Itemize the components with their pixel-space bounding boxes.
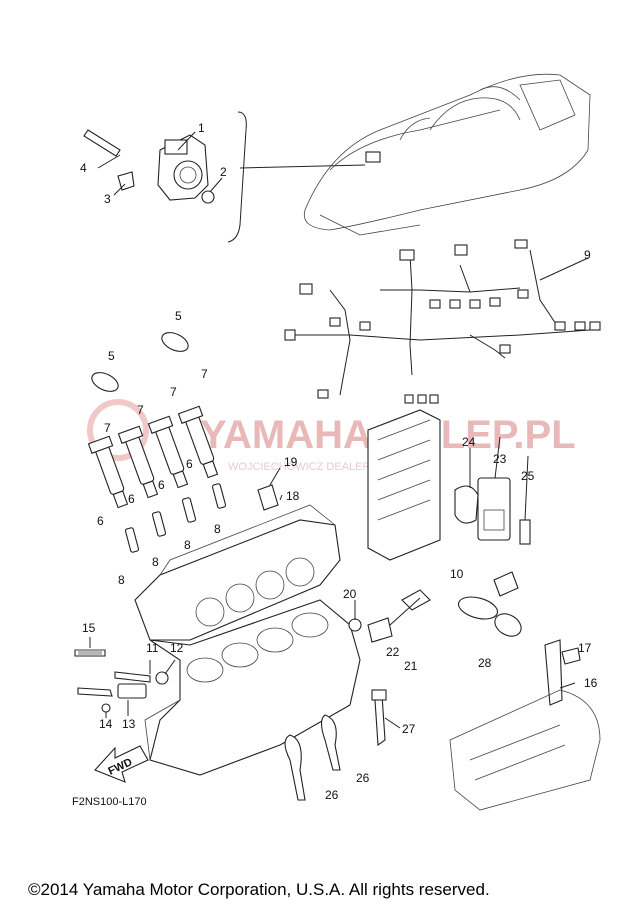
callout-6b: 6 bbox=[128, 492, 135, 506]
callout-6a: 6 bbox=[97, 514, 104, 528]
copyright-text: ©2014 Yamaha Motor Corporation, U.S.A. A… bbox=[28, 880, 490, 899]
callout-28: 28 bbox=[478, 656, 492, 670]
engine-block bbox=[134, 504, 361, 776]
callout-24: 24 bbox=[462, 435, 476, 449]
callout-8d: 8 bbox=[214, 522, 221, 536]
callout-7b: 7 bbox=[170, 385, 177, 399]
callout-6c: 6 bbox=[158, 478, 165, 492]
callout-23: 23 bbox=[493, 452, 507, 466]
ignition-coils bbox=[87, 405, 219, 509]
callout-25: 25 bbox=[521, 469, 535, 483]
callout-1: 1 bbox=[198, 121, 205, 135]
sensor-assembly bbox=[257, 467, 283, 511]
callout-7a: 7 bbox=[201, 367, 208, 381]
callout-16: 16 bbox=[584, 676, 598, 690]
callout-20: 20 bbox=[343, 587, 357, 601]
callout-26a: 26 bbox=[356, 771, 370, 785]
callout-21: 21 bbox=[404, 659, 418, 673]
callout-26b: 26 bbox=[325, 788, 339, 802]
callout-9: 9 bbox=[584, 248, 591, 262]
callout-27: 27 bbox=[402, 722, 416, 736]
clamps bbox=[91, 332, 189, 392]
callout-10: 10 bbox=[450, 567, 464, 581]
callout-7c: 7 bbox=[137, 403, 144, 417]
callout-7d: 7 bbox=[104, 421, 111, 435]
wiring-harness bbox=[284, 239, 601, 404]
callout-17: 17 bbox=[578, 641, 592, 655]
watercraft-illustration bbox=[303, 73, 591, 236]
sensors-lower-right bbox=[348, 571, 601, 811]
callout-4: 4 bbox=[80, 161, 87, 175]
ecu-bracket bbox=[367, 409, 531, 561]
leader-line bbox=[239, 164, 366, 169]
throttle-body-assembly bbox=[83, 129, 223, 204]
callout-6d: 6 bbox=[186, 457, 193, 471]
cable-ties bbox=[284, 689, 401, 801]
callout-8a: 8 bbox=[118, 573, 125, 587]
figure-code: F2NS100-L170 bbox=[72, 796, 147, 808]
callout-14: 14 bbox=[99, 717, 113, 731]
callout-22: 22 bbox=[386, 645, 400, 659]
bracket bbox=[227, 111, 247, 243]
watermark-logo bbox=[87, 399, 149, 461]
callout-3: 3 bbox=[104, 192, 111, 206]
callout-11: 11 bbox=[146, 641, 159, 655]
fwd-arrow-icon: FWD bbox=[94, 745, 149, 783]
callout-18: 18 bbox=[286, 489, 300, 503]
callout-15: 15 bbox=[82, 621, 96, 635]
callout-5a: 5 bbox=[175, 309, 182, 323]
callout-8b: 8 bbox=[152, 555, 159, 569]
callout-12: 12 bbox=[170, 641, 184, 655]
callout-8c: 8 bbox=[184, 538, 191, 552]
callout-labels: 1 2 3 4 5 5 6 6 6 6 7 7 7 7 8 8 8 8 9 10… bbox=[80, 121, 598, 802]
callout-2: 2 bbox=[220, 165, 227, 179]
callout-13: 13 bbox=[122, 717, 136, 731]
sensors-lower-left bbox=[74, 637, 176, 718]
spark-plugs bbox=[124, 483, 227, 553]
callout-19: 19 bbox=[284, 455, 298, 469]
callout-5b: 5 bbox=[108, 349, 115, 363]
